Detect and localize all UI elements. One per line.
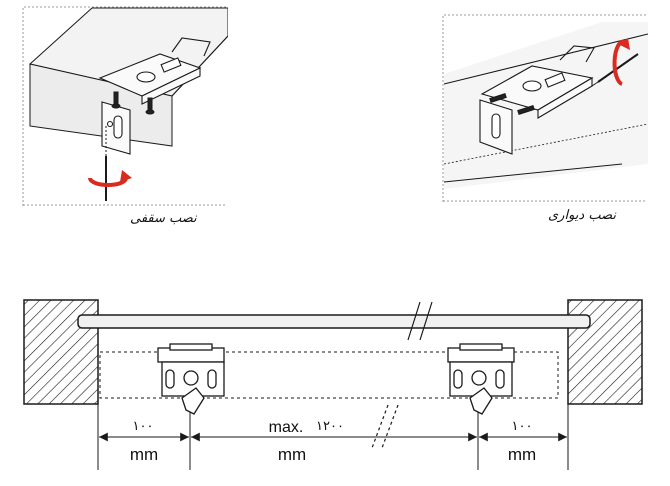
bracket-icon — [479, 45, 595, 155]
extension-lines — [97, 404, 569, 470]
screwdriver-icon — [591, 53, 639, 87]
ceiling-mount-panel — [22, 6, 228, 206]
ceiling-mount-caption: نصب سقفی — [130, 211, 197, 226]
bracket-icon — [157, 343, 225, 415]
curtain-rail — [77, 314, 591, 329]
screw-icon — [489, 92, 535, 116]
screw-icon — [111, 91, 155, 115]
rotate-arrow-icon — [88, 170, 132, 187]
dimension-middle-value: ۱۲۰۰ — [316, 418, 344, 433]
wall-mount-illustration — [442, 14, 648, 202]
ceiling-mount-illustration — [22, 6, 228, 206]
dimension-left-unit: mm — [130, 445, 158, 464]
dimension-left-value: ۱۰۰ — [133, 418, 154, 433]
dimension-middle-prefix: max. — [269, 419, 304, 436]
dimension-middle-unit: mm — [278, 445, 306, 464]
wall-mount-caption: نصب دیواری — [548, 208, 616, 223]
bracket-icon — [447, 343, 515, 415]
dimension-right-unit: mm — [508, 445, 536, 464]
rail-profile-outline — [99, 351, 559, 399]
bracket-icon — [98, 37, 211, 155]
wall-mount-panel — [442, 14, 648, 202]
rotate-arrow-icon — [612, 38, 630, 86]
dimension-right-value: ۱۰۰ — [512, 418, 533, 433]
